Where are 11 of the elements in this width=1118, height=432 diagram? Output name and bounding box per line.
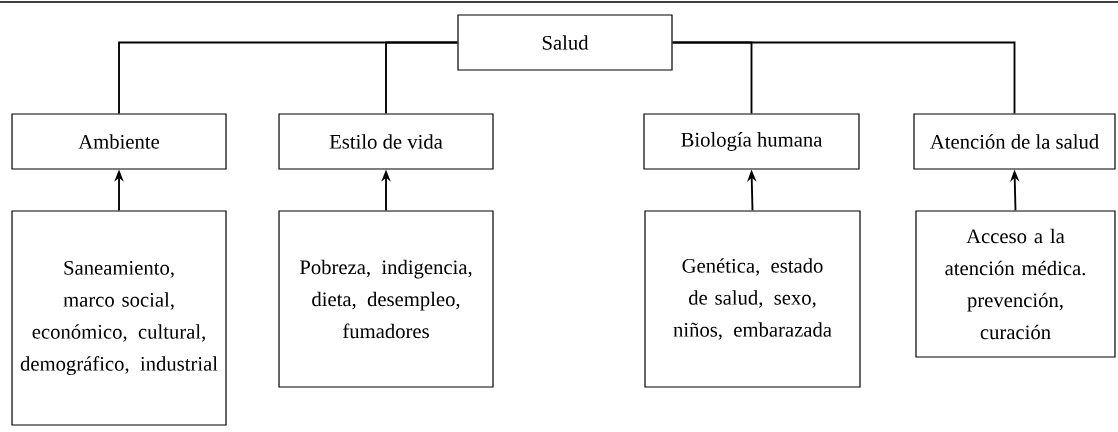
factor-box: Saneamiento, marco social, económico, cultural, demográfico, industrial — [11, 210, 227, 426]
category-box: Ambiente — [11, 113, 227, 170]
root-box: Salud — [457, 14, 673, 71]
category-box: Biología humana — [643, 113, 860, 170]
factor-box: Genética, estado de salud, sexo, niños, embarazada — [644, 210, 861, 388]
category-box: Atención de la salud — [913, 113, 1116, 170]
connector-line — [385, 41, 459, 115]
connector-line — [671, 41, 1016, 115]
factor-box: Acceso a la atención médica. prevención, curación — [915, 210, 1116, 358]
category-box: Estilo de vida — [278, 113, 494, 170]
factor-box: Pobreza, indigencia, dieta, desempleo, fumadores — [278, 210, 494, 388]
